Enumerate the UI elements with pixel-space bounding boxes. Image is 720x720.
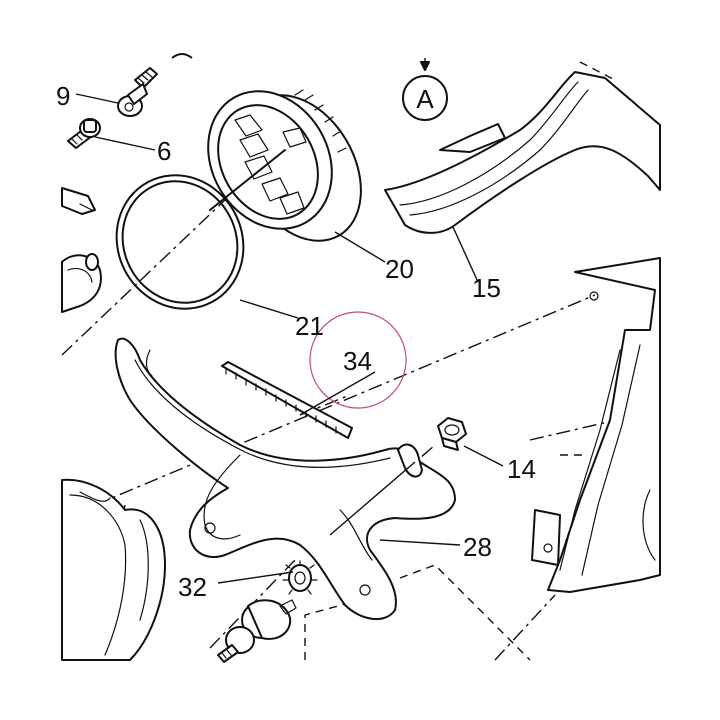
callout-labels: 9 6 20 21 15 34 14 28 32: [56, 81, 536, 602]
callout-28: 28: [463, 532, 492, 562]
part-15-fairing-bracket: [384, 71, 661, 234]
callout-15: 15: [472, 273, 501, 303]
part-21-o-ring: [115, 174, 245, 310]
part-34-strip: [221, 361, 353, 439]
callout-9: 9: [56, 81, 70, 111]
leader-lines: [75, 93, 504, 584]
view-marker-a: A: [402, 61, 448, 121]
callout-21: 21: [295, 311, 324, 341]
part-20-lamp-housing: [207, 89, 362, 242]
left-edge-parts: [61, 187, 102, 313]
callout-6: 6: [157, 136, 171, 166]
part-28-mounting-bracket: [114, 337, 456, 621]
right-fairing-panel: [531, 257, 661, 593]
callout-34: 34: [343, 346, 372, 376]
part-9-screw: [117, 53, 193, 117]
part-32-washer: [282, 560, 318, 595]
highlight-circle: [309, 311, 407, 409]
callout-14: 14: [507, 454, 536, 484]
view-marker-label: A: [416, 84, 434, 114]
lower-left-fairing: [61, 478, 166, 661]
knob-and-screw: [217, 599, 297, 663]
callout-32: 32: [178, 572, 207, 602]
part-6-screw: [67, 118, 101, 149]
callout-20: 20: [385, 254, 414, 284]
part-14-nut: [437, 417, 467, 451]
